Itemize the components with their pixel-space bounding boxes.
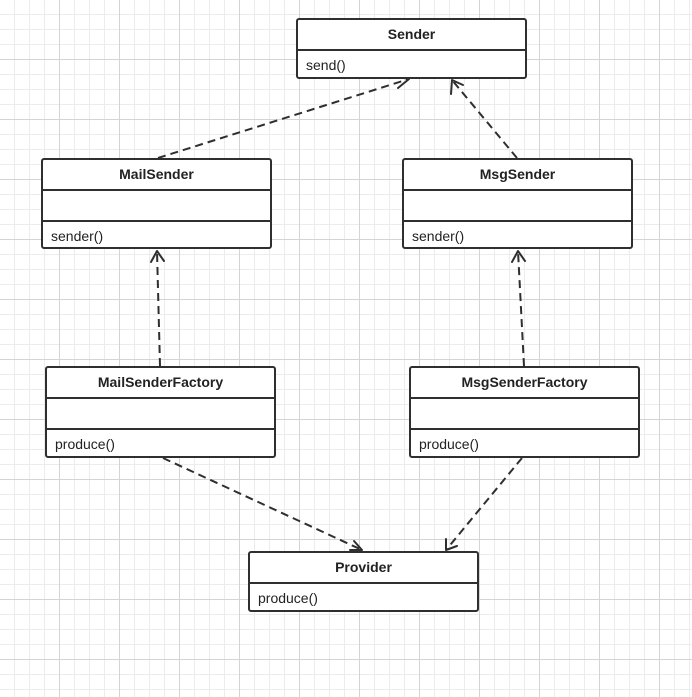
link-mailsenderfactory-to-mailsender	[156, 250, 161, 367]
class-method: produce()	[258, 590, 318, 606]
class-attributes-section	[411, 399, 638, 430]
class-attributes-section	[43, 191, 270, 222]
class-name: Provider	[250, 553, 477, 584]
class-name: Sender	[298, 20, 525, 51]
class-box-msgsender[interactable]: MsgSender sender()	[402, 158, 633, 249]
class-attributes-section	[47, 399, 274, 430]
arrowhead-open-icon	[450, 79, 464, 95]
arrowhead-open-icon	[349, 540, 363, 551]
class-method: produce()	[419, 436, 479, 452]
class-box-provider[interactable]: Provider produce()	[248, 551, 479, 612]
arrowhead-open-icon	[150, 250, 165, 263]
arrowhead-open-icon	[445, 538, 458, 551]
class-box-sender[interactable]: Sender send()	[296, 18, 527, 79]
class-box-mailsender[interactable]: MailSender sender()	[41, 158, 272, 249]
link-mailsenderfactory-to-provider	[162, 457, 363, 551]
class-name: MailSenderFactory	[47, 368, 274, 399]
link-mailsender-to-sender	[157, 78, 410, 159]
class-name: MailSender	[43, 160, 270, 191]
class-box-msgsenderfactory[interactable]: MsgSenderFactory produce()	[409, 366, 640, 458]
class-method: produce()	[55, 436, 115, 452]
class-name: MsgSenderFactory	[411, 368, 638, 399]
class-method: sender()	[51, 228, 104, 244]
class-method: send()	[306, 57, 346, 73]
class-name: MsgSender	[404, 160, 631, 191]
class-method: sender()	[412, 228, 465, 244]
class-box-mailsenderfactory[interactable]: MailSenderFactory produce()	[45, 366, 276, 458]
link-msgsenderfactory-to-provider	[445, 457, 523, 551]
link-msgsender-to-sender	[451, 79, 518, 159]
link-msgsenderfactory-to-msgsender	[517, 250, 525, 367]
arrowhead-open-icon	[511, 250, 526, 263]
class-attributes-section	[404, 191, 631, 222]
